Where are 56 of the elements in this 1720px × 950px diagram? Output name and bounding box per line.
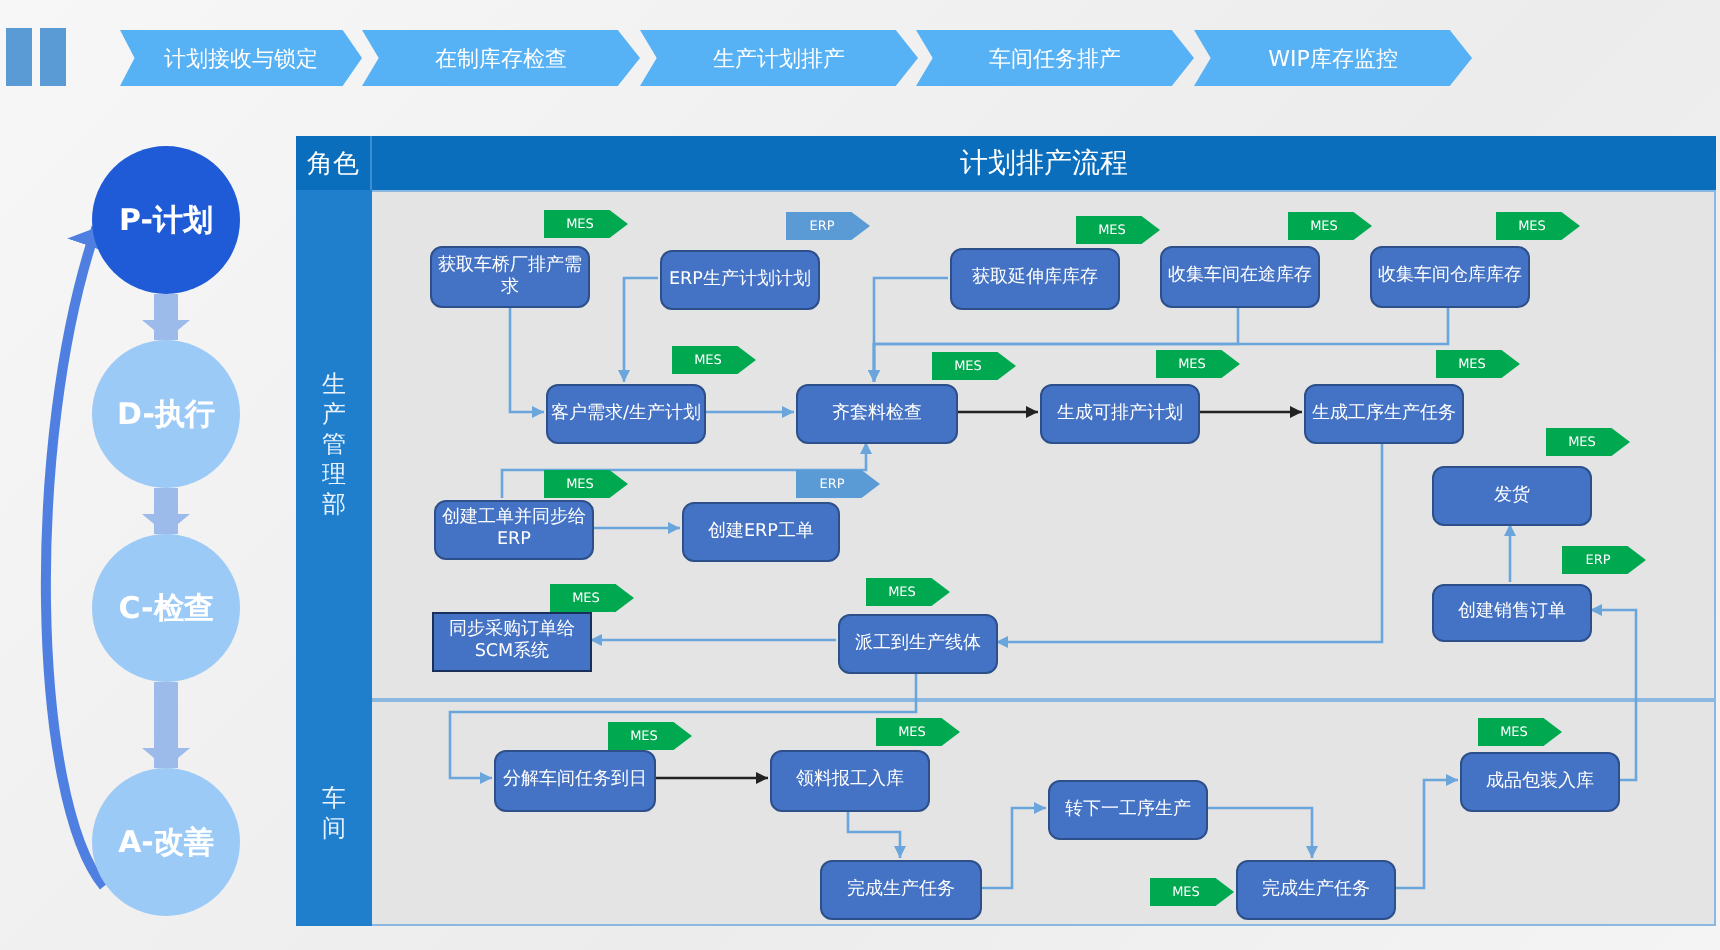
process-box: 派工到生产线体 xyxy=(838,614,998,674)
arrow xyxy=(996,442,1384,648)
block-arrow xyxy=(142,682,190,768)
process-box: 完成生产任务 xyxy=(820,860,982,920)
arrow xyxy=(704,406,794,418)
arrow xyxy=(508,306,544,418)
process-box: 客户需求/生产计划 xyxy=(546,384,706,444)
process-box: 获取车桥厂排产需求 xyxy=(430,246,590,308)
process-box: 生成可排产计划 xyxy=(1040,384,1200,444)
process-box: 领料报工入库 xyxy=(770,750,930,812)
header-cell-text: 计划排产流程 xyxy=(958,145,1130,183)
process-box: 生成工序生产任务 xyxy=(1304,384,1464,444)
block-arrow xyxy=(142,488,190,534)
swimlane xyxy=(296,700,1716,926)
phase-circle: P-计划 xyxy=(92,146,240,294)
phase-circle: D-执行 xyxy=(92,340,240,488)
step-banner: 生产计划排产 xyxy=(640,30,918,86)
arrow xyxy=(1206,806,1318,858)
arrow xyxy=(500,442,872,498)
step-banner: WIP库存监控 xyxy=(1194,30,1472,86)
process-box: 成品包装入库 xyxy=(1460,752,1620,812)
arrow xyxy=(868,306,1450,382)
arrow xyxy=(1394,774,1458,890)
step-banner: 在制库存检查 xyxy=(362,30,640,86)
arrow xyxy=(448,672,918,784)
lane-label: 生产管理部 xyxy=(320,370,348,520)
process-box: 齐套料检查 xyxy=(796,384,958,444)
process-box: 转下一工序生产 xyxy=(1048,780,1208,840)
arrow xyxy=(980,802,1046,890)
process-box: 收集车间仓库库存 xyxy=(1370,246,1530,308)
arrow xyxy=(846,810,906,858)
process-box: ERP生产计划计划 xyxy=(660,250,820,310)
swimlane xyxy=(296,190,1716,700)
step-banner: 计划接收与锁定 xyxy=(120,30,362,86)
arrow xyxy=(1198,406,1302,418)
phase-circle: A-改善 xyxy=(92,768,240,916)
process-box: 创建ERP工单 xyxy=(682,502,840,562)
process-box: 同步采购订单给SCM系统 xyxy=(432,612,592,672)
process-box: 创建工单并同步给ERP xyxy=(434,500,594,560)
arrow xyxy=(1590,604,1638,782)
lane-label: 车间 xyxy=(320,783,348,843)
process-box: 获取延伸库库存 xyxy=(950,248,1120,310)
process-box: 创建销售订单 xyxy=(1432,584,1592,642)
arrow xyxy=(956,406,1038,418)
arrow xyxy=(592,522,680,534)
step-banner: 车间任务排产 xyxy=(916,30,1194,86)
block-arrow xyxy=(142,294,190,340)
arrow xyxy=(654,772,768,784)
phase-circle: C-检查 xyxy=(92,534,240,682)
arrow xyxy=(1504,524,1516,582)
process-box: 完成生产任务 xyxy=(1236,860,1396,920)
arrow xyxy=(590,634,836,646)
arrow xyxy=(618,276,658,382)
process-box: 收集车间在途库存 xyxy=(1160,246,1320,308)
process-box: 分解车间任务到日 xyxy=(494,750,656,812)
process-box: 发货 xyxy=(1432,466,1592,526)
